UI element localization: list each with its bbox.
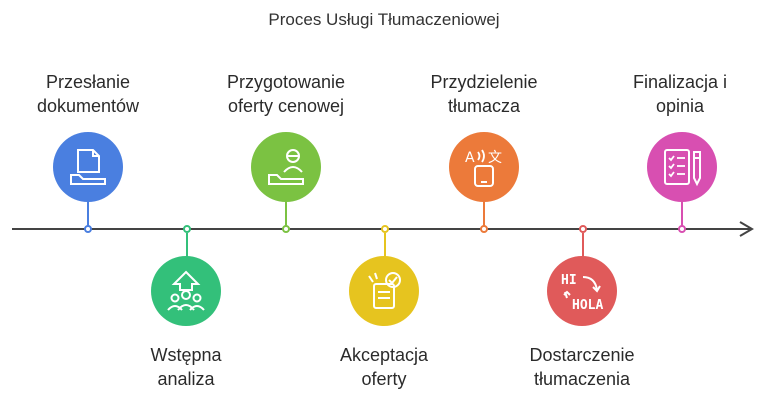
svg-text:HOLA: HOLA (572, 298, 603, 313)
step-5-label-line2: tłumacza (447, 96, 521, 116)
step-1-label-line2: dokumentów (36, 96, 140, 116)
step-5-label: Przydzielenie tłumacza (404, 70, 564, 118)
step-2-label: Wstępna analiza (106, 343, 266, 391)
step-5-stem (483, 196, 485, 226)
step-3-stem (285, 196, 287, 226)
step-3-circle (251, 132, 321, 202)
step-7-stem (681, 196, 683, 226)
step-5-label-line1: Przydzielenie (430, 72, 538, 92)
document-upload-icon (70, 149, 106, 185)
step-6-circle: HI HOLA (547, 256, 617, 326)
svg-text:HI: HI (561, 273, 577, 288)
step-6-label: Dostarczenie tłumaczenia (502, 343, 662, 391)
hi-hola-icon: HI HOLA (561, 273, 603, 313)
accept-document-icon (368, 272, 401, 309)
step-7-label: Finalizacja i opinia (600, 70, 760, 118)
svg-text:A: A (465, 150, 475, 166)
checklist-pen-icon (664, 149, 701, 187)
step-5-circle: A 文 (449, 132, 519, 202)
step-6-label-line2: tłumaczenia (533, 369, 631, 389)
step-4-stem (384, 233, 386, 259)
step-4-circle (349, 256, 419, 326)
step-4-dot (381, 225, 389, 233)
step-1-circle (53, 132, 123, 202)
step-1-label-line1: Przesłanie (45, 72, 131, 92)
step-1-label: Przesłanie dokumentów (8, 70, 168, 118)
step-7-label-line1: Finalizacja i (632, 72, 728, 92)
step-1-dot (84, 225, 92, 233)
step-4-label-line2: oferty (361, 369, 407, 389)
translator-phone-icon: A 文 (465, 149, 502, 187)
step-4-label-line1: Akceptacja (339, 345, 429, 365)
offer-preparation-icon (268, 149, 304, 185)
step-7-label-line2: opinia (655, 96, 705, 116)
step-3-dot (282, 225, 290, 233)
step-3-label-line2: oferty cenowej (227, 96, 345, 116)
step-6-stem (582, 233, 584, 259)
step-4-label: Akceptacja oferty (304, 343, 464, 391)
step-2-stem (186, 233, 188, 259)
team-growth-icon (167, 270, 205, 311)
step-6-label-line1: Dostarczenie (529, 345, 635, 365)
diagram-title: Proces Usługi Tłumaczeniowej (268, 10, 500, 29)
step-2-label-line2: analiza (157, 369, 215, 389)
step-6-dot (579, 225, 587, 233)
step-2-label-line1: Wstępna (150, 345, 222, 365)
step-3-label-line1: Przygotowanie (226, 72, 346, 92)
svg-text:文: 文 (488, 150, 502, 166)
step-2-circle (151, 256, 221, 326)
step-5-dot (480, 225, 488, 233)
step-2-dot (183, 225, 191, 233)
step-7-dot (678, 225, 686, 233)
step-7-circle (647, 132, 717, 202)
step-1-stem (87, 196, 89, 226)
step-3-label: Przygotowanie oferty cenowej (206, 70, 366, 118)
